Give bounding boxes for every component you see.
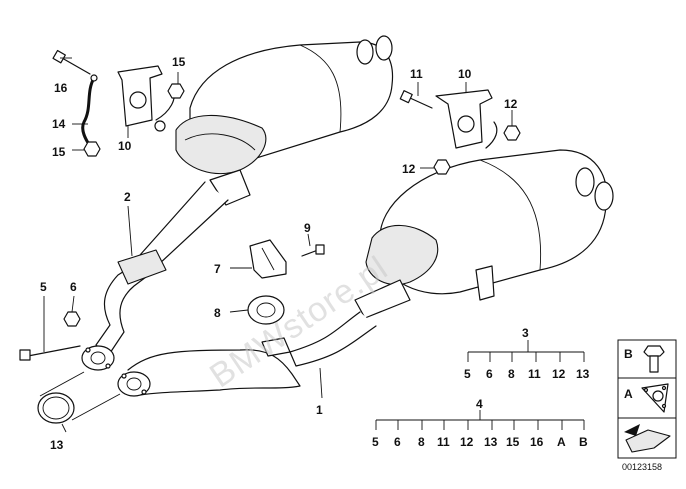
hex-bolt-icon xyxy=(643,345,665,373)
kit-3-item: 11 xyxy=(528,367,541,381)
callout-labels: 16 14 15 10 15 2 5 6 7 8 9 1 13 11 10 12… xyxy=(40,55,529,452)
callout-14: 14 xyxy=(52,117,66,131)
callout-15-a: 15 xyxy=(52,145,66,159)
legend-b-label: B xyxy=(624,347,633,361)
rear-silencer-left[interactable] xyxy=(139,35,394,266)
kit-4-item: 6 xyxy=(394,435,401,449)
gasket-13[interactable] xyxy=(37,392,75,424)
callout-13: 13 xyxy=(50,438,64,452)
nut-12-a[interactable] xyxy=(503,125,521,141)
kit-3-item: 6 xyxy=(486,367,493,381)
kit-4-item: 13 xyxy=(484,435,498,449)
kit-3-item: 13 xyxy=(576,367,590,381)
bolt-9[interactable] xyxy=(301,244,325,257)
direction-arrow-icon xyxy=(624,424,671,453)
callout-8: 8 xyxy=(214,306,221,320)
kit-4-item: 11 xyxy=(437,435,450,449)
kit-4-items: 5 6 8 11 12 13 15 16 A B xyxy=(372,435,588,449)
hanger-right[interactable] xyxy=(435,89,498,149)
callout-5: 5 xyxy=(40,280,47,294)
rear-silencer-right[interactable] xyxy=(289,149,614,367)
kit-3-item: 5 xyxy=(464,367,471,381)
bolt-11[interactable] xyxy=(399,90,433,109)
callout-3: 3 xyxy=(522,326,529,340)
callout-10-b: 10 xyxy=(458,67,472,81)
nut-12-b[interactable] xyxy=(433,159,451,175)
kit-4-item: 16 xyxy=(530,435,544,449)
callout-1: 1 xyxy=(316,403,323,417)
kit-4-item: 5 xyxy=(372,435,379,449)
legend-a-label: A xyxy=(624,387,633,401)
bracket-7[interactable] xyxy=(249,239,287,279)
nut-15-a[interactable] xyxy=(83,141,101,157)
kit-4-item: 15 xyxy=(506,435,520,449)
kit-4-item: B xyxy=(579,435,588,449)
nut-6[interactable] xyxy=(63,311,81,327)
leader-gasket-2 xyxy=(71,393,121,421)
callout-4: 4 xyxy=(476,397,483,411)
kit-4-item: 12 xyxy=(460,435,474,449)
kit-3-items: 5 6 8 11 12 13 xyxy=(464,367,590,381)
legend-b-box xyxy=(617,339,677,379)
nut-15-b[interactable] xyxy=(167,83,185,99)
callout-11: 11 xyxy=(410,67,423,81)
reference-number: 00123158 xyxy=(622,462,662,472)
kit-4-item: A xyxy=(557,435,566,449)
strap-14[interactable] xyxy=(81,74,98,148)
kit-4-bracket xyxy=(375,410,585,430)
legend-panel: B A 00123158 xyxy=(617,339,677,472)
leader-gasket xyxy=(39,371,85,397)
callout-10-a: 10 xyxy=(118,139,132,153)
kit-3-item: 12 xyxy=(552,367,566,381)
callout-12-b: 12 xyxy=(402,162,416,176)
flange-gasket-icon xyxy=(641,383,669,413)
callout-7: 7 xyxy=(214,262,221,276)
callout-15-b: 15 xyxy=(172,55,186,69)
front-pipe-1[interactable] xyxy=(117,337,301,397)
callout-16: 16 xyxy=(54,81,68,95)
callout-6: 6 xyxy=(70,280,77,294)
bolt-16[interactable] xyxy=(52,49,91,75)
hanger-left[interactable] xyxy=(117,65,175,132)
kit-3-bracket xyxy=(467,340,585,362)
callout-2: 2 xyxy=(124,190,131,204)
kit-4-item: 8 xyxy=(418,435,425,449)
front-pipe-2[interactable] xyxy=(81,249,167,371)
leader-lines xyxy=(43,57,513,433)
callout-12-a: 12 xyxy=(504,97,518,111)
kit-3-item: 8 xyxy=(508,367,515,381)
bolt-5[interactable] xyxy=(19,345,81,361)
callout-9: 9 xyxy=(304,221,311,235)
